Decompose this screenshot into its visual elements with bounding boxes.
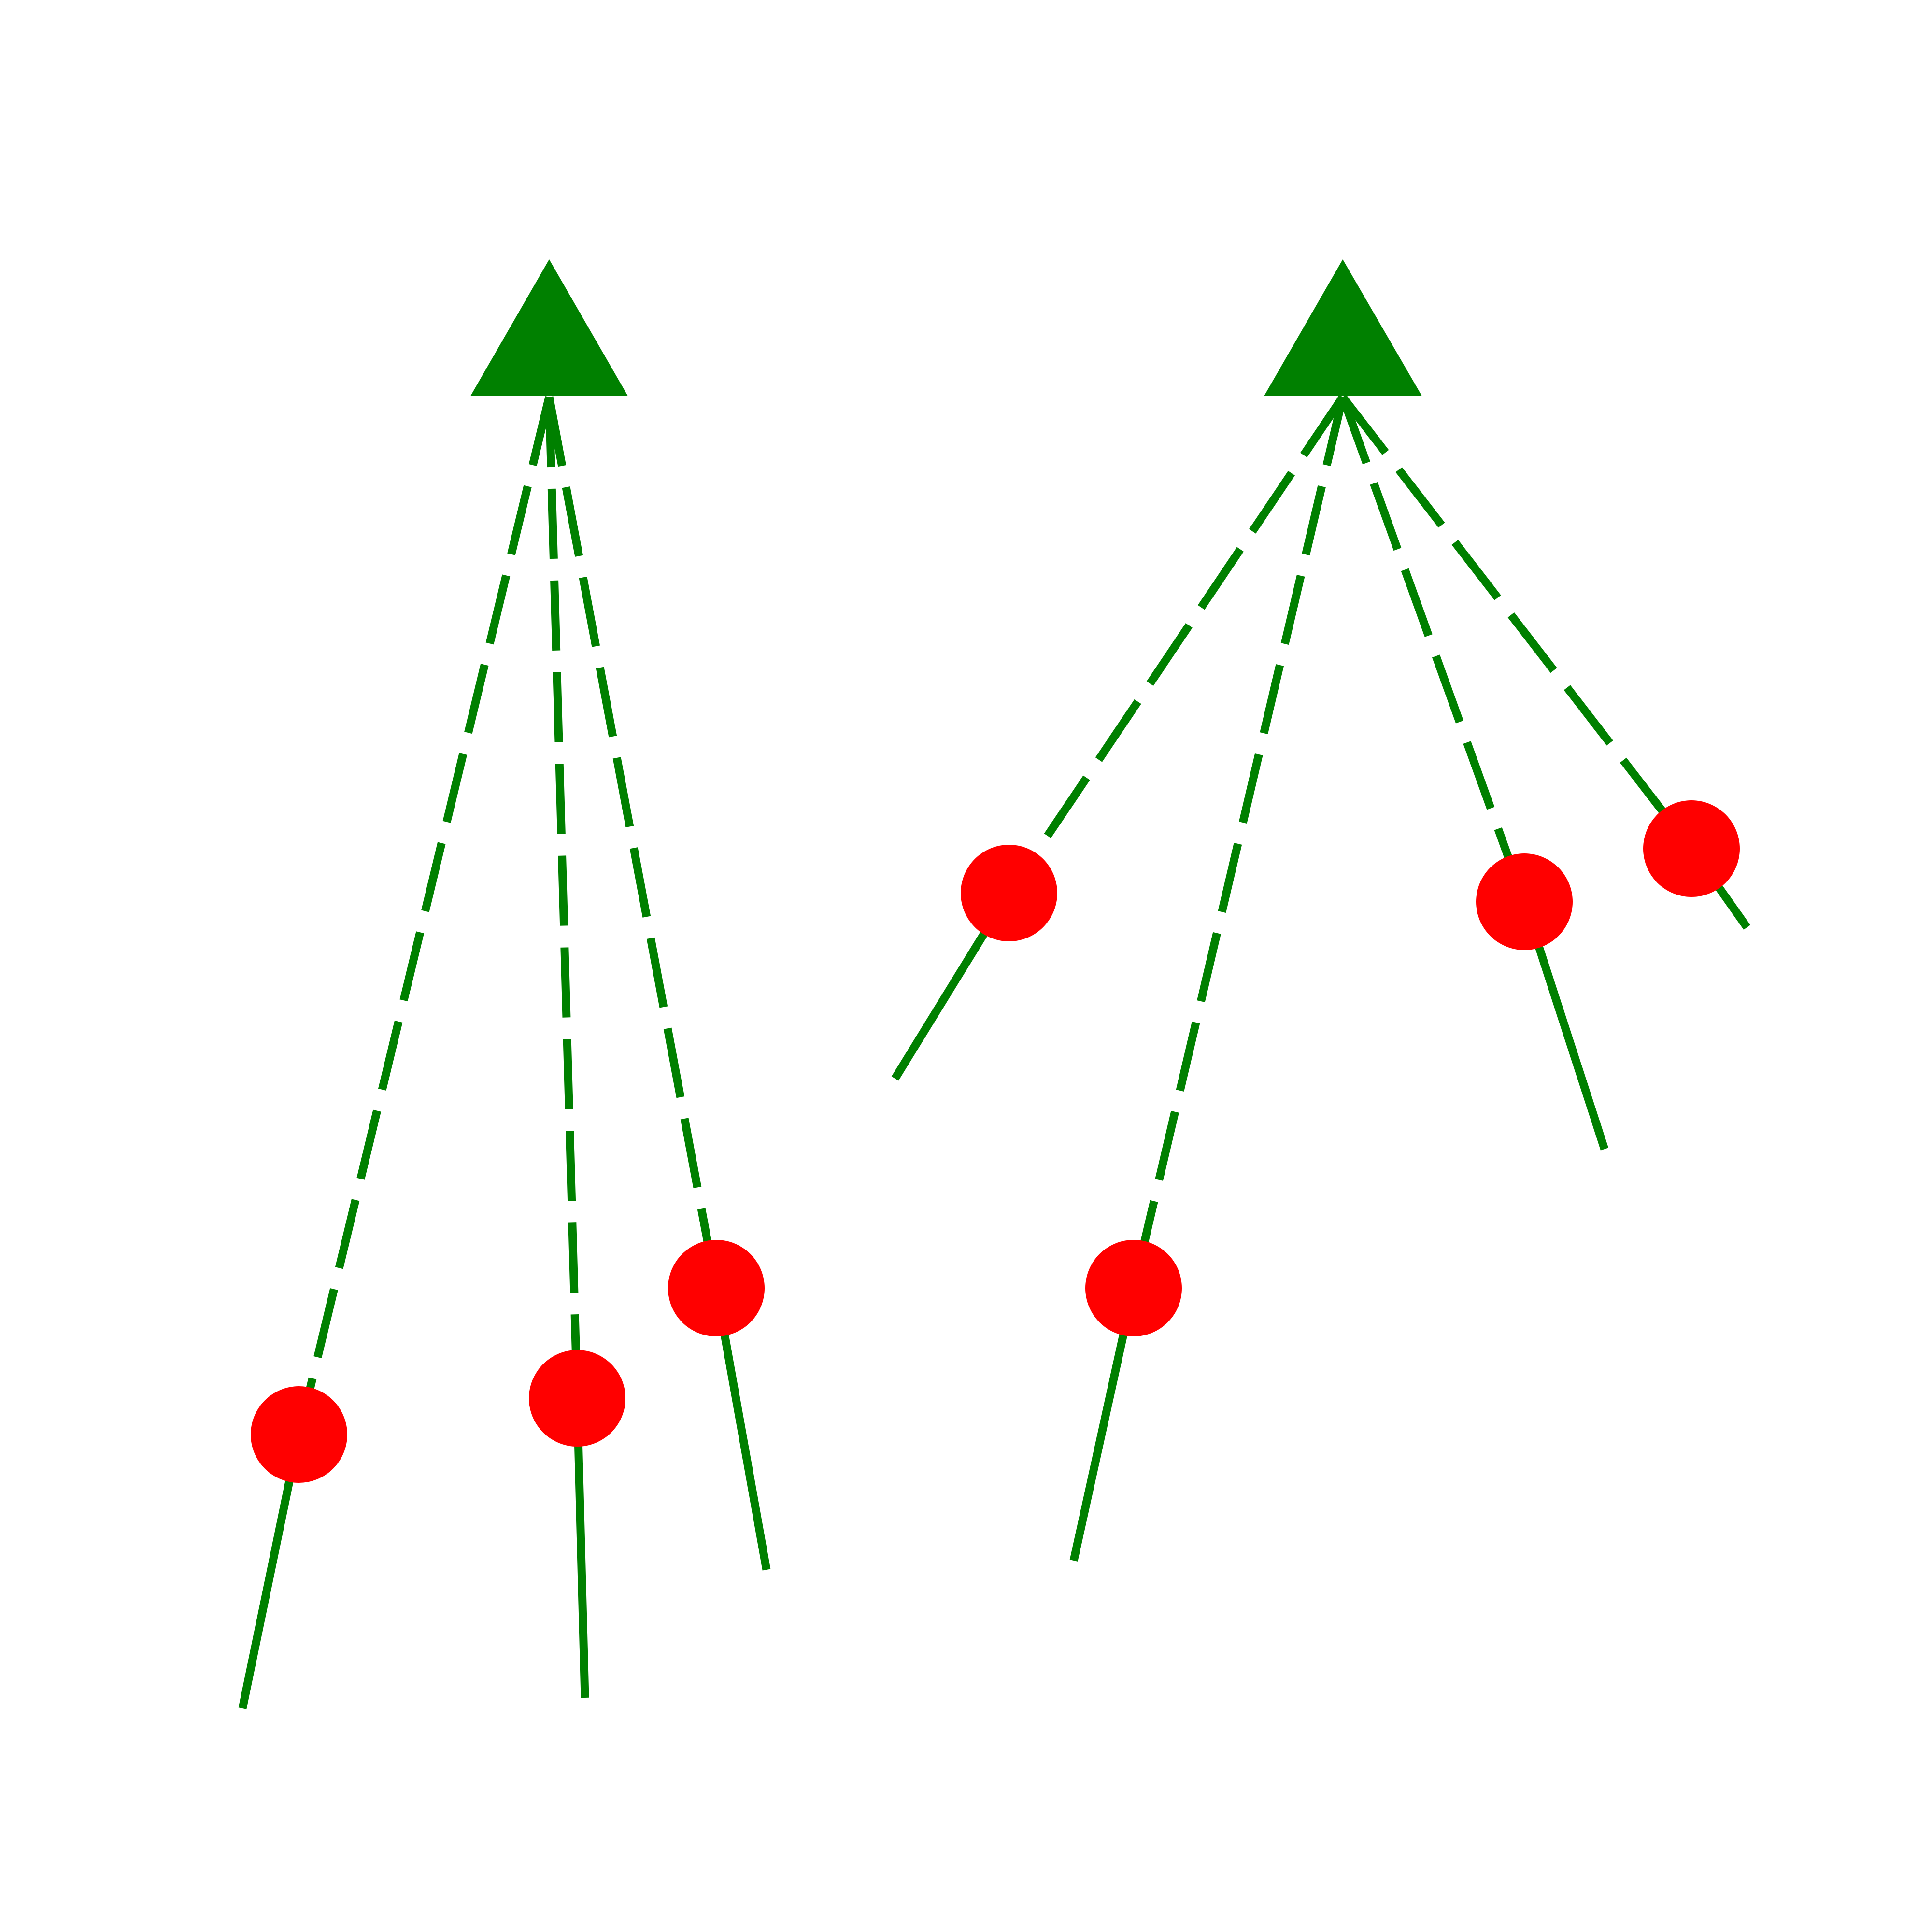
rays-layer bbox=[238, 394, 1750, 1709]
left-group-ray-far-left-dashed-segment bbox=[295, 396, 554, 1435]
left-group-triangle-marker bbox=[470, 259, 628, 396]
left-group-ray-far-left-dot bbox=[251, 1386, 347, 1483]
right-group-ray-left-dot bbox=[961, 845, 1057, 941]
right-group-ray-left-dashed-segment bbox=[1005, 395, 1347, 895]
right-group-ray-center-dot bbox=[1085, 1240, 1182, 1336]
left-group-ray-center-dot bbox=[529, 1350, 625, 1447]
dots-layer bbox=[251, 800, 1740, 1483]
right-group-ray-center-dashed-segment bbox=[1129, 396, 1347, 1289]
right-group-ray-far-right-dot bbox=[1643, 800, 1740, 897]
right-group-ray-right-dot bbox=[1476, 853, 1573, 950]
left-group-ray-right-dot bbox=[668, 1240, 765, 1336]
right-group-ray-far-right-dashed-segment bbox=[1339, 394, 1695, 852]
left-group-ray-center-solid-segment bbox=[573, 1398, 589, 1698]
right-group-triangle-marker bbox=[1264, 259, 1422, 396]
right-group-ray-right-dashed-segment bbox=[1339, 396, 1528, 903]
left-group-ray-right-dashed-segment bbox=[545, 396, 721, 1289]
triangles-layer bbox=[470, 259, 1422, 396]
left-group-ray-center-dashed-segment bbox=[545, 397, 582, 1399]
